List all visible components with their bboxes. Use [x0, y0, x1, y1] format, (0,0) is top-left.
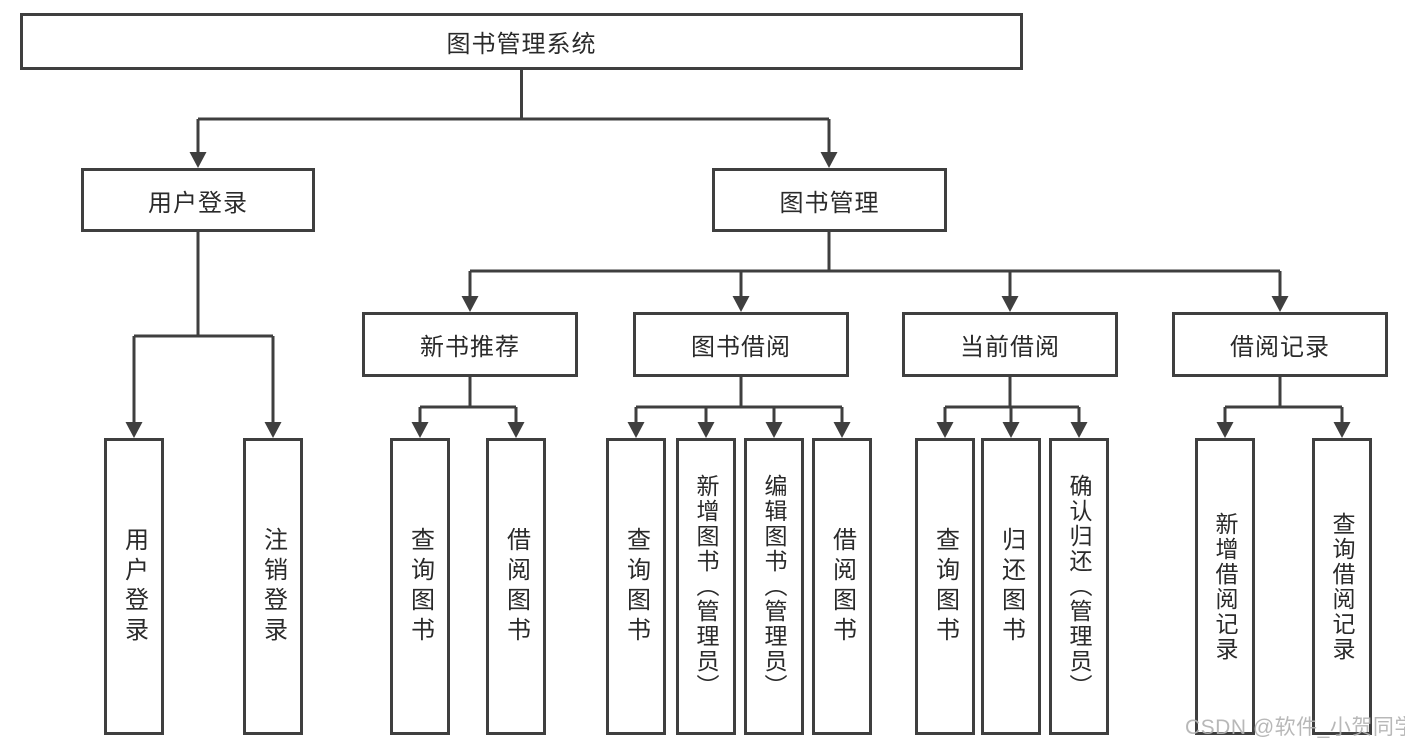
arrow-down-icon: [1002, 422, 1020, 438]
node-new-book-rec-label: 新书推荐: [420, 334, 520, 361]
connector-book-borrow-children: [627, 376, 851, 438]
node-book-borrow-label: 图书借阅: [691, 334, 791, 361]
node-user-login-label: 用户登录: [148, 189, 248, 217]
leaf-borrow-books: 借阅图书: [812, 438, 872, 735]
node-book-borrow: 图书借阅: [633, 312, 849, 377]
arrow-down-icon: [820, 152, 838, 168]
connector-borrow-records-children: [1216, 376, 1351, 438]
arrow-down-icon: [1070, 422, 1088, 438]
arrow-down-icon: [125, 422, 143, 438]
arrow-down-icon: [1333, 422, 1351, 438]
connector-root-to-level2: [189, 68, 838, 168]
watermark: CSDN @软件_小贺同学: [1185, 716, 1405, 739]
leaf-logout: 注销登录: [243, 438, 303, 735]
arrow-down-icon: [189, 152, 207, 168]
leaf-user-login: 用户登录: [104, 438, 164, 735]
leaf-query-books-current: 查询图书: [915, 438, 975, 735]
arrow-down-icon: [1216, 422, 1234, 438]
arrow-down-icon: [1001, 296, 1019, 312]
node-user-login: 用户登录: [81, 168, 315, 232]
leaf-add-book-admin: 新增图书（管理员）: [676, 438, 736, 735]
node-borrow-records: 借阅记录: [1172, 312, 1388, 377]
arrow-down-icon: [507, 422, 525, 438]
connector-book-mgmt-to-level3: [461, 232, 1289, 312]
leaf-add-borrow-record: 新增借阅记录: [1195, 438, 1255, 735]
node-root-label: 图书管理系统: [446, 31, 597, 58]
arrow-down-icon: [264, 422, 282, 438]
connector-new-book-rec-children: [411, 376, 525, 438]
arrow-down-icon: [411, 422, 429, 438]
leaf-confirm-return-admin: 确认归还（管理员）: [1049, 438, 1109, 735]
arrow-down-icon: [627, 422, 645, 438]
arrow-down-icon: [936, 422, 954, 438]
node-current-borrow-label: 当前借阅: [960, 334, 1060, 361]
node-root: 图书管理系统: [20, 13, 1023, 70]
node-book-mgmt: 图书管理: [712, 168, 947, 232]
arrow-down-icon: [461, 296, 479, 312]
node-book-mgmt-label: 图书管理: [779, 189, 880, 217]
connector-user-login-children: [125, 232, 282, 438]
arrow-down-icon: [697, 422, 715, 438]
leaf-query-borrow-record: 查询借阅记录: [1312, 438, 1372, 735]
node-current-borrow: 当前借阅: [902, 312, 1118, 377]
arrow-down-icon: [833, 422, 851, 438]
node-borrow-records-label: 借阅记录: [1230, 334, 1330, 361]
leaf-borrow-books-rec: 借阅图书: [486, 438, 546, 735]
leaf-edit-book-admin: 编辑图书（管理员）: [744, 438, 804, 735]
leaf-query-books-borrow: 查询图书: [606, 438, 666, 735]
arrow-down-icon: [732, 296, 750, 312]
leaf-query-books-rec: 查询图书: [390, 438, 450, 735]
arrow-down-icon: [1271, 296, 1289, 312]
connector-current-borrow-children: [936, 376, 1088, 438]
leaf-return-book: 归还图书: [981, 438, 1041, 735]
node-new-book-rec: 新书推荐: [362, 312, 578, 377]
arrow-down-icon: [765, 422, 783, 438]
